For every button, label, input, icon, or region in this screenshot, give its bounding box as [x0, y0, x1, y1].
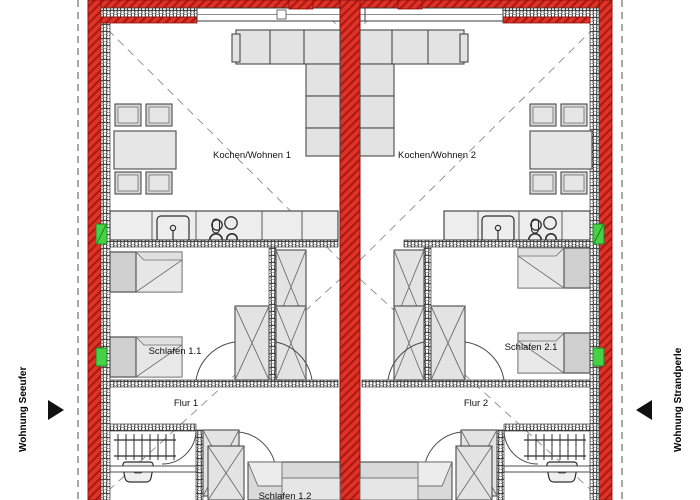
exterior-walls [87, 0, 613, 500]
unit-label-right-group: Wohnung Strandperle [636, 347, 684, 452]
room-label-schlafen12: Schlafen 1.2 [259, 491, 312, 500]
bedroom-2-1 [387, 247, 591, 381]
unit-label-right: Wohnung Strandperle [673, 347, 684, 452]
dining-set-left [113, 103, 177, 195]
kitchen-counter-right [443, 210, 591, 247]
egress-door-markers [95, 223, 605, 367]
top-entry-doors [288, 0, 423, 10]
room-labels: Kochen/Wohnen 1 Kochen/Wohnen 2 Schlafen… [149, 150, 558, 500]
room-label-kochen2: Kochen/Wohnen 2 [398, 150, 476, 161]
dining-set-right [529, 103, 593, 195]
unit-arrow-right-icon [636, 400, 652, 420]
room-label-schlafen21: Schlafen 2.1 [505, 342, 558, 353]
room-label-flur2: Flur 2 [464, 398, 488, 409]
central-party-wall [339, 0, 361, 500]
room-label-kochen1: Kochen/Wohnen 1 [213, 150, 291, 161]
room-label-schlafen11: Schlafen 1.1 [149, 346, 202, 357]
bedroom-1-1 [109, 249, 313, 381]
kitchen-counter-left [109, 210, 339, 247]
bedroom-1-2 [207, 445, 493, 500]
sofa-group-left [231, 29, 341, 157]
unit-arrow-left-icon [48, 400, 64, 420]
unit-label-left-group: Wohnung Seeufer [18, 367, 64, 452]
top-window-band [196, 7, 504, 22]
unit-label-left: Wohnung Seeufer [18, 367, 29, 452]
room-label-flur1: Flur 1 [174, 398, 198, 409]
sofa-group-right [359, 29, 469, 157]
